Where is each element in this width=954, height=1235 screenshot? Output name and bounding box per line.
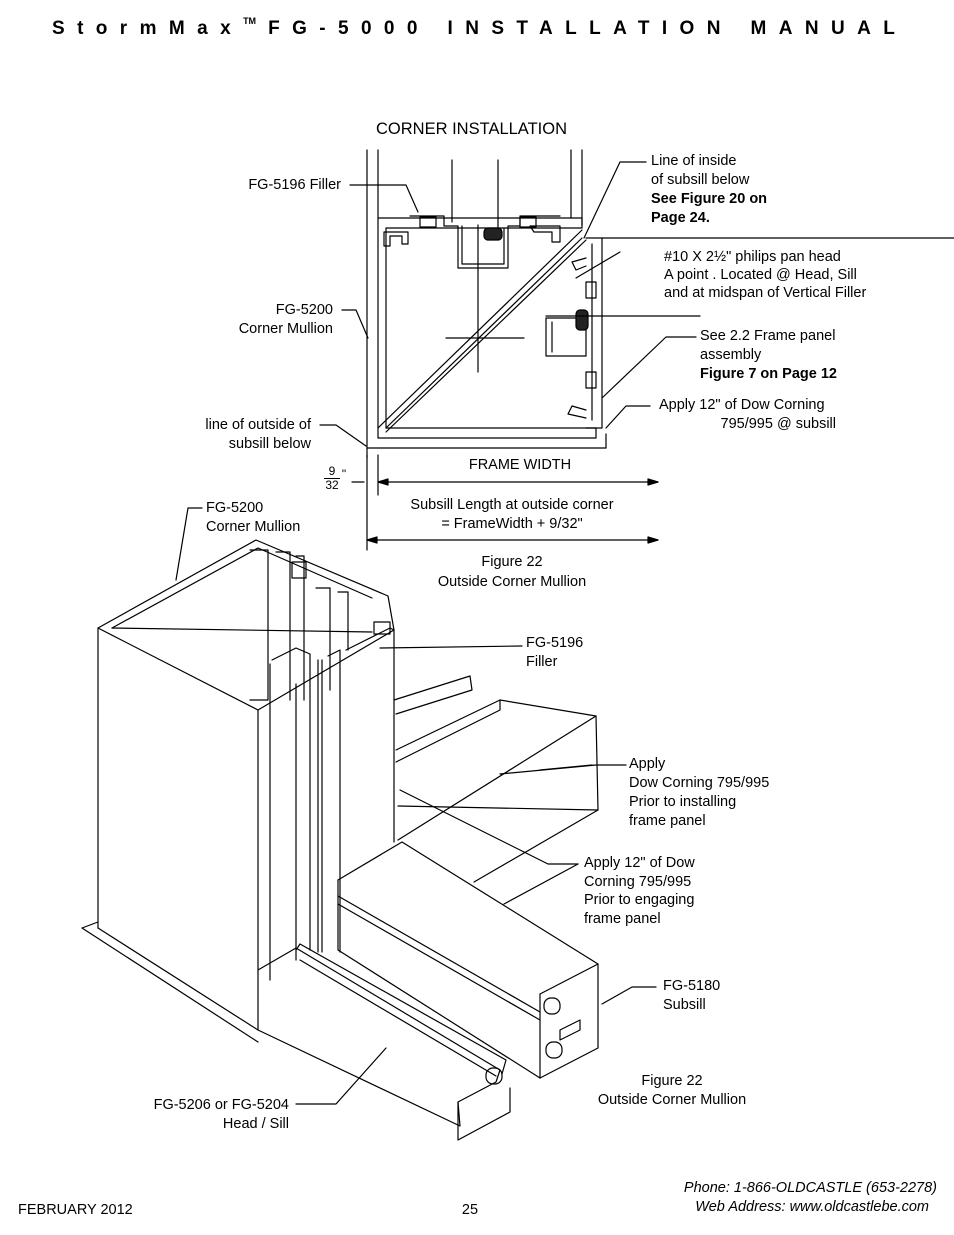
apply-note-4: frame panel [629,813,706,829]
outside-line-note-2: subsill below [228,436,311,452]
inside-line-note-4: Page 24. [651,210,710,226]
footer-date: FEBRUARY 2012 [18,1202,133,1218]
frame-panel-note-1: See 2.2 Frame panel [700,328,836,344]
frame-width-label: FRAME WIDTH [468,457,572,473]
trademark-mark: TM [243,16,257,26]
filler-label: FG-5196 Filler [248,177,341,193]
top-figure-caption-1: Figure 22 [481,554,543,570]
figure-heading: CORNER INSTALLATION [376,120,567,138]
apply-note-2: Dow Corning 795/995 [629,775,770,791]
iso-filler-label-1: FG-5196 [526,635,584,651]
screw-note-3: and at midspan of Vertical Filler [664,285,867,301]
fraction-denominator: 32 [325,478,339,492]
apply12-note-1: Apply 12" of Dow [584,855,695,871]
inside-line-note-1: Line of inside [651,153,737,169]
mullion-label-line1: FG-5200 [275,302,333,318]
head-sill-label-2: Head / Sill [222,1116,289,1132]
apply12-note-2: Corning 795/995 [584,874,692,890]
fraction-bar [324,478,340,479]
sealant-note-1: Apply 12" of Dow Corning [659,397,825,413]
isometric-view-drawing [81,507,657,1141]
fraction-numerator: 9 [328,464,336,478]
outside-line-note-1: line of outside of [205,417,311,433]
top-figure-caption-2: Outside Corner Mullion [437,574,587,590]
apply12-note-3: Prior to engaging [584,892,695,908]
inside-line-note-2: of subsill below [651,172,750,188]
sealant-note-2: 795/995 @ subsill [720,416,836,432]
frame-panel-note-2: assembly [700,347,762,363]
frame-panel-note-3: Figure 7 on Page 12 [700,366,837,382]
iso-filler-label-2: Filler [526,654,558,670]
screw-note-1: #10 X 2½" philips pan head [664,249,841,265]
iso-mullion-label-1: FG-5200 [206,500,264,516]
screw-note-2: A point . Located @ Head, Sill [664,267,857,283]
iso-mullion-label-2: Corner Mullion [206,519,301,535]
plan-view-drawing [319,149,954,551]
mullion-label-line2: Corner Mullion [238,321,333,337]
bottom-figure-caption-2: Outside Corner Mullion [597,1092,747,1108]
brand-name: StormMax [52,18,244,39]
apply12-note-4: frame panel [584,911,661,927]
apply-note-3: Prior to installing [629,794,737,810]
footer-phone: Phone: 1-866-OLDCASTLE (653-2278) [683,1180,937,1196]
apply-note-1: Apply [629,756,666,772]
manual-title: FG-5000 INSTALLATION MANUAL [268,18,908,39]
page-header-title: StormMaxTM FG-5000 INSTALLATION MANUAL [52,16,922,40]
footer-web-address: Web Address: www.oldcastlebe.com [695,1199,929,1215]
bottom-figure-caption-1: Figure 22 [641,1073,703,1089]
inside-line-note-3: See Figure 20 on [651,191,768,207]
fraction-unit: " [341,467,347,481]
page-number: 25 [461,1202,479,1218]
head-sill-label-1: FG-5206 or FG-5204 [153,1097,289,1113]
subsill-length-note-2: = FrameWidth + 9/32" [441,516,583,532]
subsill-length-note-1: Subsill Length at outside corner [410,497,614,513]
iso-subsill-label-2: Subsill [663,997,706,1013]
iso-subsill-label-1: FG-5180 [663,978,721,994]
